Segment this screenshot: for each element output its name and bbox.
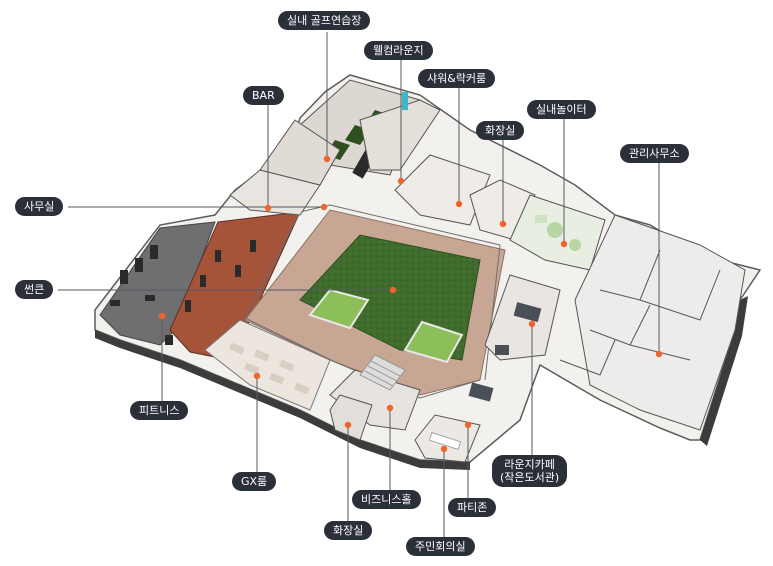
label-shower-locker[interactable]: 샤워&락커룸 (418, 69, 496, 88)
label-gx-room[interactable]: GX룸 (232, 472, 277, 491)
label-restroom-top[interactable]: 화장실 (476, 121, 525, 140)
label-office[interactable]: 사무실 (15, 197, 64, 216)
label-restroom-bottom[interactable]: 화장실 (324, 521, 373, 540)
staircase (359, 354, 406, 391)
restroom-bottom-floor (329, 394, 373, 441)
label-kids-room[interactable]: 실내놀이터 (527, 100, 596, 119)
label-welcome-lounge[interactable]: 웰컴라운지 (364, 41, 433, 60)
label-lounge-cafe-line2: (작은도서관) (500, 471, 560, 484)
kids-room-play (535, 215, 581, 251)
label-lounge-cafe[interactable]: 라운지카페 (작은도서관) (492, 455, 568, 487)
grass-patch-right (403, 320, 464, 364)
leader-lines (58, 32, 660, 543)
label-lounge-cafe-line1: 라운지카페 (504, 458, 555, 471)
community-table (428, 432, 462, 450)
label-community-room[interactable]: 주민회의실 (406, 537, 475, 556)
label-party-zone[interactable]: 파티존 (448, 498, 497, 517)
cyan-accent-wall (402, 92, 408, 110)
label-fitness[interactable]: 피트니스 (130, 401, 189, 420)
grass-patch-left (308, 288, 370, 330)
label-golf[interactable]: 실내 골프연습장 (278, 11, 371, 30)
label-business-hall[interactable]: 비즈니스홀 (352, 490, 421, 509)
cafe-furniture (468, 302, 542, 402)
welcome-lounge-floor (359, 99, 441, 171)
gym-equipment (110, 240, 256, 345)
label-management[interactable]: 관리사무소 (620, 144, 689, 163)
management-office-floor (574, 214, 746, 431)
label-sunken[interactable]: 썬큰 (15, 280, 54, 299)
bar-floor (259, 119, 341, 186)
location-markers (158, 155, 663, 453)
label-bar[interactable]: BAR (243, 86, 284, 105)
gx-room-mats (229, 342, 310, 395)
